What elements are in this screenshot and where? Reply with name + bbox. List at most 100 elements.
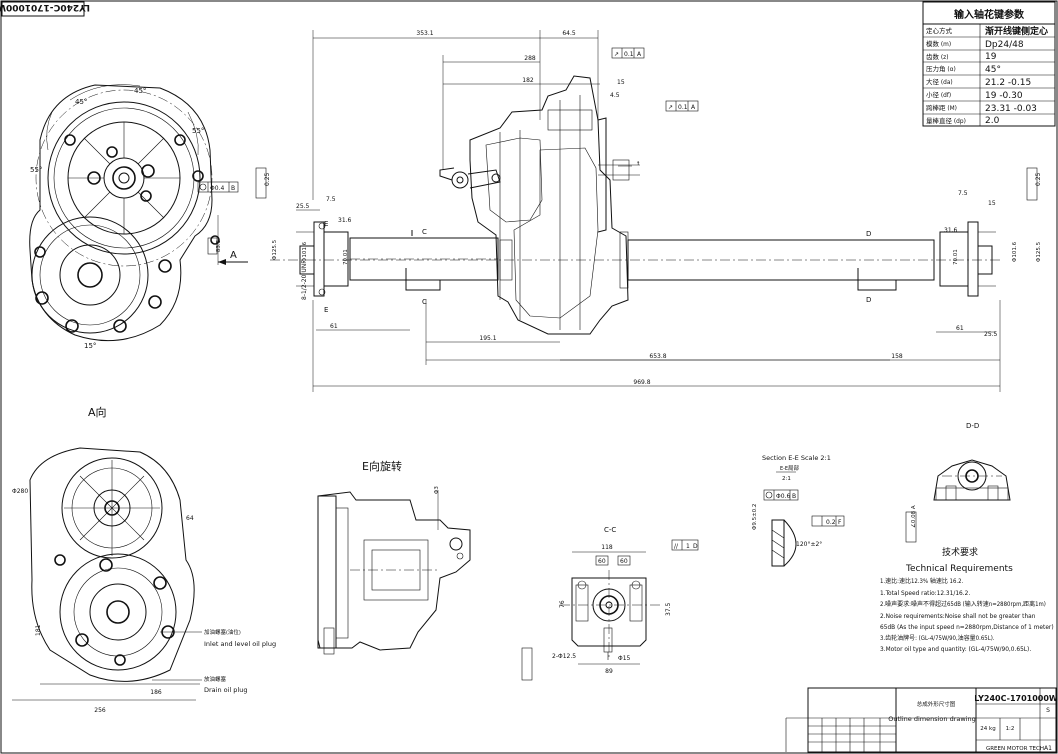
title-weight: 24 kg bbox=[980, 726, 995, 732]
dim-89: 89 bbox=[605, 668, 613, 675]
title-name-cn: 总成外形尺寸图 bbox=[917, 700, 956, 708]
svg-text:Φ0.6: Φ0.6 bbox=[776, 493, 790, 500]
dim-653-8: 653.8 bbox=[649, 353, 666, 360]
view-a-title: A向 bbox=[88, 405, 107, 419]
svg-text:Φ101.6: Φ101.6 bbox=[302, 241, 308, 262]
svg-text:↗: ↗ bbox=[614, 51, 619, 58]
dim-64-5: 64.5 bbox=[562, 30, 576, 37]
svg-text:Φ125.5: Φ125.5 bbox=[1036, 241, 1042, 262]
svg-text:0.1: 0.1 bbox=[678, 104, 688, 111]
spline-row-value: Dp24/48 bbox=[985, 40, 1024, 50]
spline-row-value: 2.0 bbox=[985, 116, 1000, 126]
tech-item: 3.Motor oil type and quantity: (GL-4/75W… bbox=[880, 645, 1031, 653]
svg-text:Φ3: Φ3 bbox=[434, 486, 440, 494]
dim-158: 158 bbox=[891, 353, 903, 360]
svg-text:∠0.08 A: ∠0.08 A bbox=[910, 505, 917, 528]
svg-text:B: B bbox=[792, 493, 796, 500]
svg-text:Φ125.5: Φ125.5 bbox=[272, 239, 278, 260]
view-a-arrow-label: A bbox=[230, 250, 237, 261]
svg-text:0.1: 0.1 bbox=[624, 51, 634, 58]
spline-row-label: 大径 (da) bbox=[926, 77, 953, 86]
section-marker-e: E bbox=[324, 306, 328, 314]
dim-195-1: 195.1 bbox=[479, 335, 496, 342]
dim-60a: 60 bbox=[598, 558, 606, 565]
inlet-plug-cn: 加油螺塞(油位) bbox=[204, 628, 241, 636]
dim-25-5-right: 25.5 bbox=[984, 331, 998, 338]
tech-item: 3.齿轮油牌号: (GL-4/75W/90,油容量0.65L). bbox=[880, 634, 995, 642]
svg-text:↗: ↗ bbox=[668, 104, 673, 111]
view-a: A向 Φ280 256 186 181 加油螺塞(油位) Inlet and l… bbox=[12, 405, 276, 714]
section-ee-scale: 2:1 bbox=[782, 476, 791, 482]
drain-plug-en: Drain oil plug bbox=[204, 686, 248, 694]
svg-text:Φ9.5±0.2: Φ9.5±0.2 bbox=[752, 504, 758, 530]
dim-31-6-right: 31.6 bbox=[944, 227, 958, 234]
position-tolerance-frame: Φ0.4 B bbox=[197, 181, 239, 193]
dim-353-1: 353.1 bbox=[416, 30, 433, 37]
flatness-frame bbox=[671, 539, 699, 551]
spline-row-label: 模数 (m) bbox=[926, 39, 951, 48]
title-scale: 1:2 bbox=[1006, 726, 1015, 732]
svg-text:64: 64 bbox=[186, 515, 194, 522]
dim-186: 186 bbox=[150, 689, 162, 696]
svg-text:70.01: 70.01 bbox=[343, 249, 349, 265]
spline-row-label: 量棒直径 (dp) bbox=[926, 116, 966, 125]
spline-row-label: 压力角 (α) bbox=[926, 64, 956, 73]
dim-61-right: 61 bbox=[956, 325, 964, 332]
dim-7-5-right: 7.5 bbox=[958, 190, 968, 197]
spline-row-label: 跨棒距 (M) bbox=[926, 103, 957, 112]
front-view-gearbox: 45° 45° 55° 55° 15° Φ0.4 B 83.5 A bbox=[29, 84, 248, 350]
technical-requirements: 技术要求 Technical Requirements 1.速比:速比12.3%… bbox=[880, 546, 1054, 653]
title-block: LY240C-1701000W 总成外形尺寸图 Outline dimensio… bbox=[785, 687, 1058, 753]
rotated-drawing-id: LY240C-1701000W bbox=[0, 1, 90, 17]
dim-61-left: 61 bbox=[330, 323, 338, 330]
title-drawing-no: LY240C-1701000W bbox=[974, 694, 1058, 703]
title-name-en: Outline dimension drawing bbox=[888, 715, 975, 723]
dim-4-5: 4.5 bbox=[610, 92, 620, 99]
holes-label: 2-Φ12.5 bbox=[552, 653, 576, 660]
main-axle-view: 353.1 64.5 288 182 15 4.5 ↗ 0.1 A ↗ 0.1 … bbox=[255, 30, 1042, 392]
spline-table: 输入轴花键参数 定心方式 渐开线键侧定心 模数 (m) Dp24/48 齿数 (… bbox=[922, 1, 1056, 127]
dim-288: 288 bbox=[524, 55, 536, 62]
dim-25-5-left: 25.5 bbox=[296, 203, 310, 210]
dim-60b: 60 bbox=[620, 558, 628, 565]
dim-76: 76 bbox=[559, 600, 566, 608]
spline-table-title: 输入轴花键参数 bbox=[954, 8, 1025, 21]
dim-118: 118 bbox=[601, 544, 613, 551]
svg-text:0.2: 0.2 bbox=[826, 519, 836, 526]
spline-row-value: 19 bbox=[985, 52, 997, 62]
title-company: GREEN MOTOR TECH bbox=[986, 746, 1044, 752]
spline-row-value: 19 -0.30 bbox=[985, 91, 1023, 101]
spline-row-label: 定心方式 bbox=[926, 26, 953, 35]
svg-text:A: A bbox=[637, 51, 642, 58]
spline-row-label: 小径 (df) bbox=[926, 90, 951, 99]
svg-text:83.5: 83.5 bbox=[216, 239, 222, 252]
svg-text:70.01: 70.01 bbox=[953, 249, 959, 265]
dim-7-5-left: 7.5 bbox=[326, 196, 336, 203]
tech-item: 2.Noise requirements:Noise shall not be … bbox=[880, 612, 1036, 620]
rotated-id-text: LY240C-1701000W bbox=[0, 2, 90, 12]
spline-row-value: 45° bbox=[985, 65, 1001, 75]
runout-tolerance-frame: ↗ 0.1 A ↗ 0.1 A bbox=[611, 47, 699, 112]
section-ee: Section E-E Scale 2:1 E-E局部 2:1 Φ0.6 B 0… bbox=[752, 454, 845, 567]
angle-15-label: 15° bbox=[84, 342, 96, 350]
svg-text://: // bbox=[674, 543, 679, 550]
view-e: E向旋转 Φ3 bbox=[317, 459, 471, 655]
svg-text:B: B bbox=[231, 185, 235, 192]
tech-item: 1.Total Speed ratio:12.31/16.2. bbox=[880, 589, 970, 597]
inlet-plug-en: Inlet and level oil plug bbox=[204, 640, 276, 648]
svg-text:A: A bbox=[691, 104, 696, 111]
tech-title-cn: 技术要求 bbox=[942, 546, 978, 558]
section-cc-title: C-C bbox=[604, 526, 616, 534]
section-marker-e: E bbox=[324, 220, 328, 228]
tech-item: 65dB (As the input speed n=2880rpm,Dista… bbox=[880, 623, 1054, 631]
spline-row-value: 21.2 -0.15 bbox=[985, 78, 1031, 88]
angle-45-label: 45° bbox=[75, 98, 87, 106]
dim-31-6-left: 31.6 bbox=[338, 217, 352, 224]
section-cc: C-C // 1 D 118 60 60 76 37.5 2-Φ12.5 Φ15… bbox=[521, 526, 699, 681]
title-rev: S bbox=[1046, 707, 1050, 714]
svg-text:↑: ↑ bbox=[636, 161, 640, 167]
section-marker-c: C bbox=[422, 228, 427, 236]
svg-text:120°±2°: 120°±2° bbox=[796, 541, 822, 548]
view-e-title: E向旋转 bbox=[362, 459, 402, 473]
